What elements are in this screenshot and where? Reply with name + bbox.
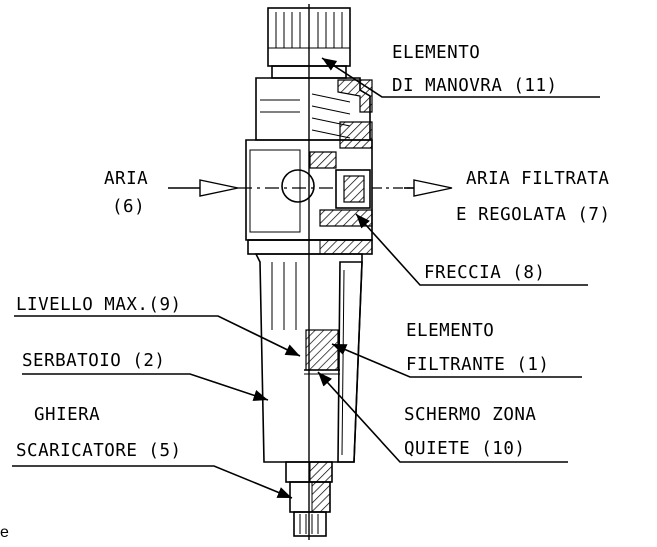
label-elemento-filtrante-line2: FILTRANTE (1): [406, 355, 549, 375]
outlet-arrow-head: [413, 179, 453, 197]
corner-mark: e: [0, 524, 9, 541]
label-freccia: FRECCIA (8): [424, 263, 545, 283]
label-aria-filtrata-line2: E REGOLATA (7): [456, 205, 611, 225]
leader-elemento-filtrante: [331, 343, 582, 378]
label-elemento-manovra-line1: ELEMENTO: [392, 43, 480, 63]
leader-elemento-manovra: [321, 57, 600, 98]
leader-livello-max: [14, 315, 301, 357]
leader-schermo: [317, 371, 568, 463]
label-ghiera-line1: GHIERA: [34, 405, 100, 425]
label-aria-filtrata-line1: ARIA FILTRATA: [466, 169, 609, 189]
leader-ghiera: [12, 465, 293, 499]
label-schermo-line1: SCHERMO ZONA: [404, 405, 536, 425]
label-elemento-manovra-line2: DI MANOVRA (11): [392, 76, 558, 96]
label-elemento-filtrante-line1: ELEMENTO: [406, 321, 494, 341]
label-serbatoio: SERBATOIO (2): [22, 351, 165, 371]
label-aria-line1: ARIA: [104, 169, 148, 189]
label-livello-max: LIVELLO MAX.(9): [16, 295, 182, 315]
label-schermo-line2: QUIETE (10): [404, 439, 525, 459]
label-aria-line2: (6): [112, 197, 145, 217]
filter-regulator-body: [245, 4, 373, 540]
leader-freccia: [355, 213, 588, 286]
leader-serbatoio: [22, 373, 269, 401]
labels: ELEMENTO DI MANOVRA (11) ARIA (6) ARIA F…: [0, 43, 611, 541]
spring-housing: [255, 77, 373, 149]
inlet-arrow-head: [199, 179, 239, 197]
label-ghiera-line2: SCARICATORE (5): [16, 441, 182, 461]
flow-arrows: [168, 179, 453, 197]
leader-lines: [12, 57, 600, 499]
